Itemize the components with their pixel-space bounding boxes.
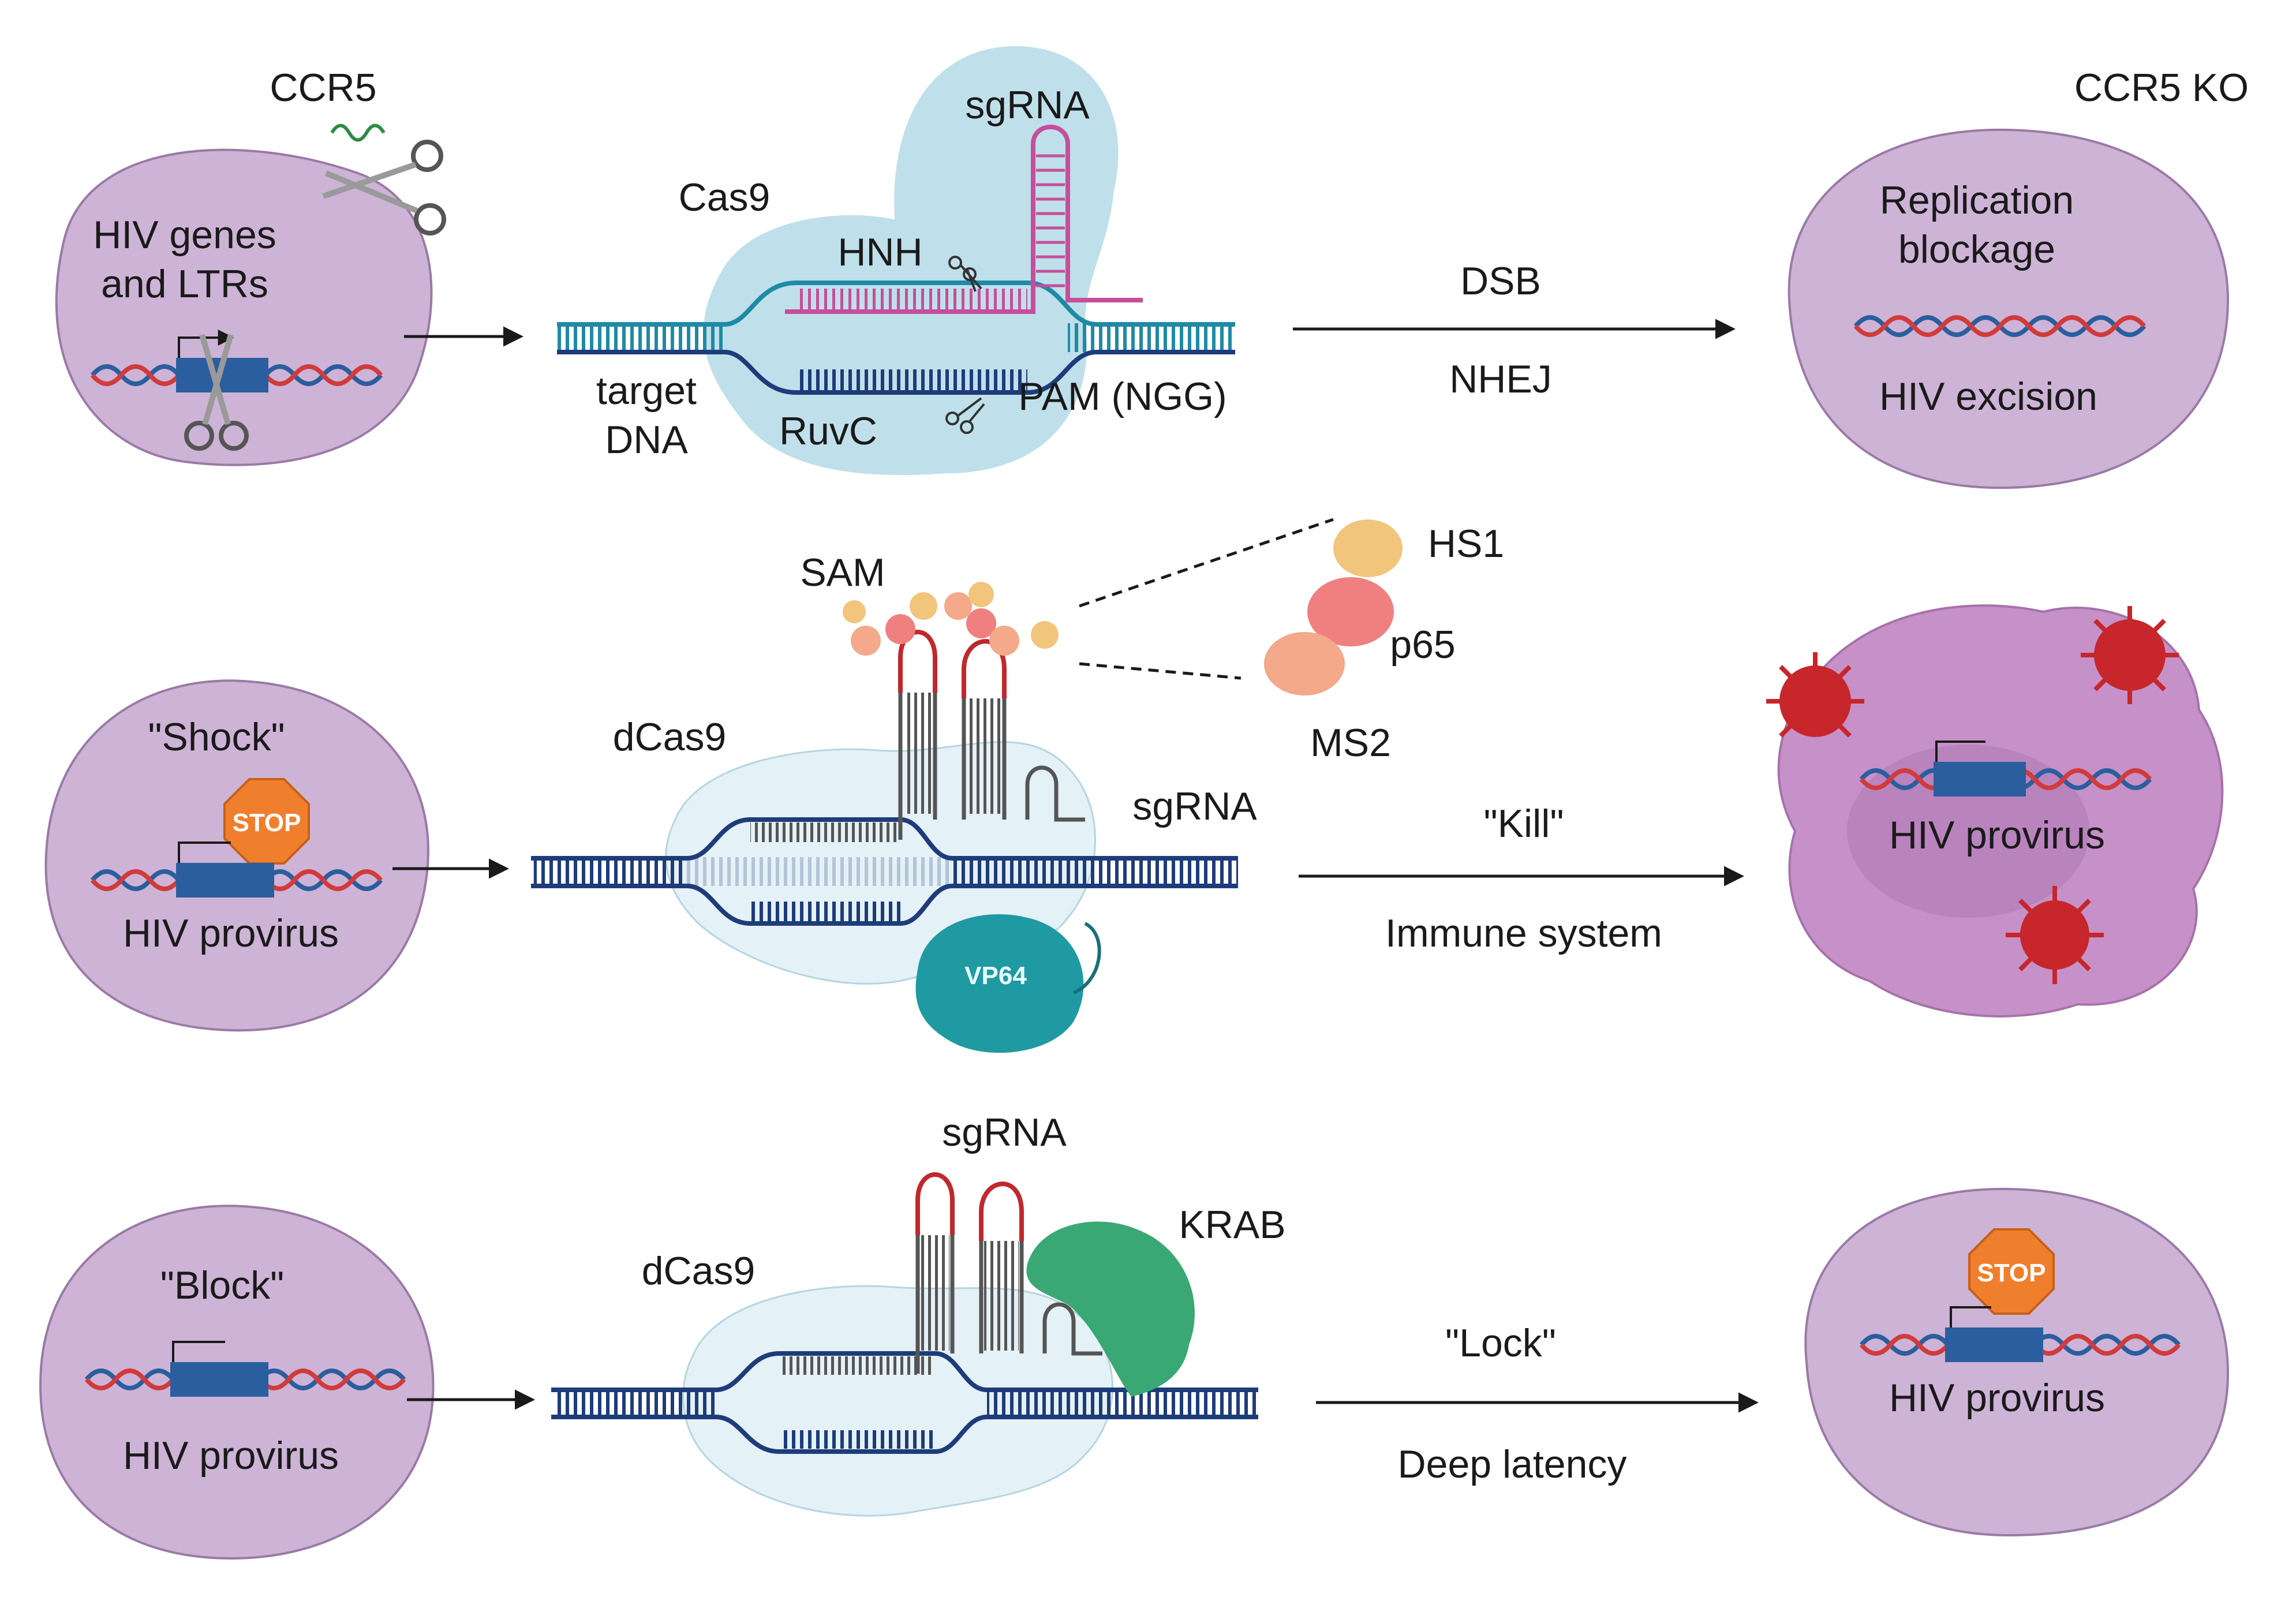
dcas9-label: dCas9 <box>642 1249 756 1293</box>
krab-label: KRAB <box>1179 1203 1285 1247</box>
dna-label: DNA <box>605 418 688 462</box>
replication-label: Replication <box>1880 178 2074 222</box>
ccr5-scissors-icon <box>322 124 446 235</box>
dna-right <box>952 860 1238 884</box>
dna-helix <box>1853 315 2147 337</box>
block-label: "Block" <box>160 1263 285 1307</box>
dna-left <box>554 1391 716 1415</box>
zoom-line-bottom <box>1079 662 1242 680</box>
and-ltrs-label: and LTRs <box>101 262 268 306</box>
cas9-label: Cas9 <box>679 175 771 219</box>
ccr5-ko-label: CCR5 KO <box>2074 66 2249 110</box>
cas9-protein <box>703 46 1119 476</box>
promoter-arrow-icon <box>172 1341 225 1362</box>
row3-left-cell: "Block" HIV provirus <box>39 1205 435 1560</box>
hiv-provirus-label: HIV provirus <box>1889 1376 2105 1420</box>
row2-left-cell: "Shock" STOP HIV provirus <box>44 679 429 1032</box>
sgrna-label: sgRNA <box>942 1110 1067 1154</box>
dsb-label: DSB <box>1460 259 1541 303</box>
vp64-protein: VP64 <box>915 914 1101 1053</box>
cell-body <box>44 679 429 1032</box>
sgrna-strand <box>785 125 1143 314</box>
virus-icon <box>1766 606 2179 984</box>
hiv-gene-box <box>176 863 274 898</box>
cell-body <box>1788 128 2230 489</box>
row1-left-cell: CCR5 HIV genes and LTRs <box>55 66 446 466</box>
vp64-label: VP64 <box>964 962 1027 990</box>
promoter-arrow-icon <box>1950 1306 1991 1327</box>
ruvc-scissors-icon <box>945 397 985 434</box>
sgrna-spacer <box>779 1356 935 1375</box>
stop-sign-icon: STOP <box>223 778 310 865</box>
ms2-label: MS2 <box>1310 721 1391 765</box>
sam-label: SAM <box>800 551 885 594</box>
row2: "Shock" STOP HIV provirus <box>44 518 2224 1053</box>
dna-left <box>534 860 687 884</box>
dna-right <box>987 1391 1258 1415</box>
hiv-provirus-label: HIV provirus <box>123 911 339 955</box>
kill-label: "Kill" <box>1484 802 1564 846</box>
sgrna-hairpins <box>898 630 1085 840</box>
zoom-line-top <box>1079 518 1334 608</box>
row1-right-cell: CCR5 KO Replication blockage HIV excisio… <box>1788 66 2249 489</box>
hiv-provirus-label: HIV provirus <box>123 1434 339 1478</box>
target-strand <box>779 1430 935 1449</box>
row1: CCR5 HIV genes and LTRs <box>55 46 2249 489</box>
hnh-label: HNH <box>837 230 922 274</box>
deep-latency-label: Deep latency <box>1398 1442 1627 1486</box>
shock-label: "Shock" <box>148 715 285 759</box>
blockage-label: blockage <box>1898 227 2055 271</box>
hiv-gene-box <box>1945 1327 2043 1362</box>
pam-label: PAM (NGG) <box>1018 375 1226 418</box>
sgrna-label: sgRNA <box>965 83 1090 127</box>
hs1-label: HS1 <box>1428 522 1504 566</box>
target-label: target <box>596 369 697 413</box>
hiv-excision-label: HIV excision <box>1879 375 2097 418</box>
target-dna-left <box>557 323 724 352</box>
lock-label: "Lock" <box>1445 1321 1556 1365</box>
promoter-arrow-icon <box>178 842 231 863</box>
sgrna-spacer <box>797 289 1027 309</box>
stop-sign-icon: STOP <box>1968 1228 2055 1315</box>
row3: "Block" HIV provirus <box>39 1110 2230 1560</box>
hiv-gene-box <box>1934 762 2026 796</box>
zoomed-sam-proteins <box>1264 519 1403 695</box>
row3-right-cell: STOP HIV provirus <box>1804 1187 2230 1537</box>
sam-activators-icon <box>843 582 1059 656</box>
stop-text: STOP <box>232 809 301 837</box>
promoter-arrow-icon <box>178 330 234 358</box>
p65-label: p65 <box>1390 623 1455 667</box>
krab-protein <box>1026 1221 1195 1397</box>
dcas9-sam-complex: VP64 SAM HS1 p65 MS2 dCas9 sgRNA <box>531 518 1504 1053</box>
target-strand <box>797 369 1027 390</box>
target-dna-right <box>1068 323 1235 352</box>
nhej-label: NHEJ <box>1449 357 1552 401</box>
sgrna-spacer <box>750 822 900 842</box>
hiv-provirus-label: HIV provirus <box>1889 813 2105 857</box>
hiv-gene-box <box>170 1362 268 1397</box>
immune-system-label: Immune system <box>1385 911 1662 955</box>
sgrna-hairpins <box>915 1172 1102 1374</box>
ccr5-label: CCR5 <box>270 66 376 110</box>
sgrna-hairpin-rungs <box>1036 154 1065 287</box>
target-strand <box>750 902 900 921</box>
hiv-genes-label: HIV genes <box>93 213 276 257</box>
dcas9-krab-complex: sgRNA KRAB dCas9 <box>551 1110 1286 1517</box>
cell-body <box>55 148 433 466</box>
sgrna-label: sgRNA <box>1132 784 1257 828</box>
scissors-icon <box>184 334 249 451</box>
cas9-complex: sgRNA Cas9 HNH target DNA RuvC PAM (NGG) <box>557 46 1235 476</box>
promoter-arrow-icon <box>1935 741 1985 762</box>
stop-text: STOP <box>1977 1259 2046 1287</box>
hnh-scissors-icon <box>948 256 982 292</box>
dcas9-label: dCas9 <box>613 715 727 759</box>
ruvc-label: RuvC <box>779 409 877 453</box>
row2-right-cell: HIV provirus <box>1766 604 2224 1018</box>
